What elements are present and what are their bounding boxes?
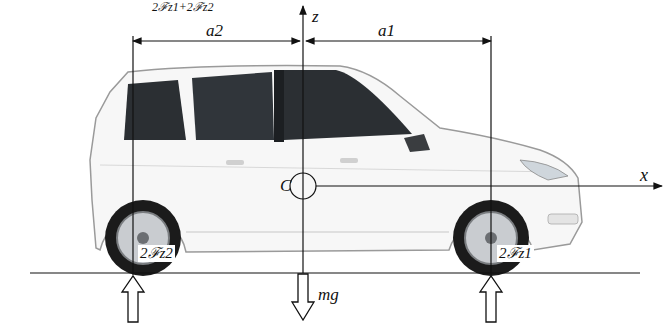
reference-lines bbox=[133, 6, 662, 275]
axis-label: x bbox=[640, 166, 648, 184]
force-label: mg bbox=[318, 286, 339, 303]
rear-wheel bbox=[105, 200, 181, 276]
ground-line bbox=[30, 272, 640, 273]
formula-fragment: 2ℱz1+2ℱz2 bbox=[152, 1, 213, 13]
dimension-label: a2 bbox=[206, 22, 223, 39]
center-of-mass bbox=[290, 173, 316, 199]
force-arrows bbox=[122, 274, 502, 322]
force-label: 2ℱz1 bbox=[497, 245, 534, 262]
force-label: 2ℱz2 bbox=[138, 245, 175, 262]
axis-label: z bbox=[312, 8, 319, 25]
dimension-label: a1 bbox=[378, 22, 395, 39]
point-label: C bbox=[280, 177, 291, 194]
